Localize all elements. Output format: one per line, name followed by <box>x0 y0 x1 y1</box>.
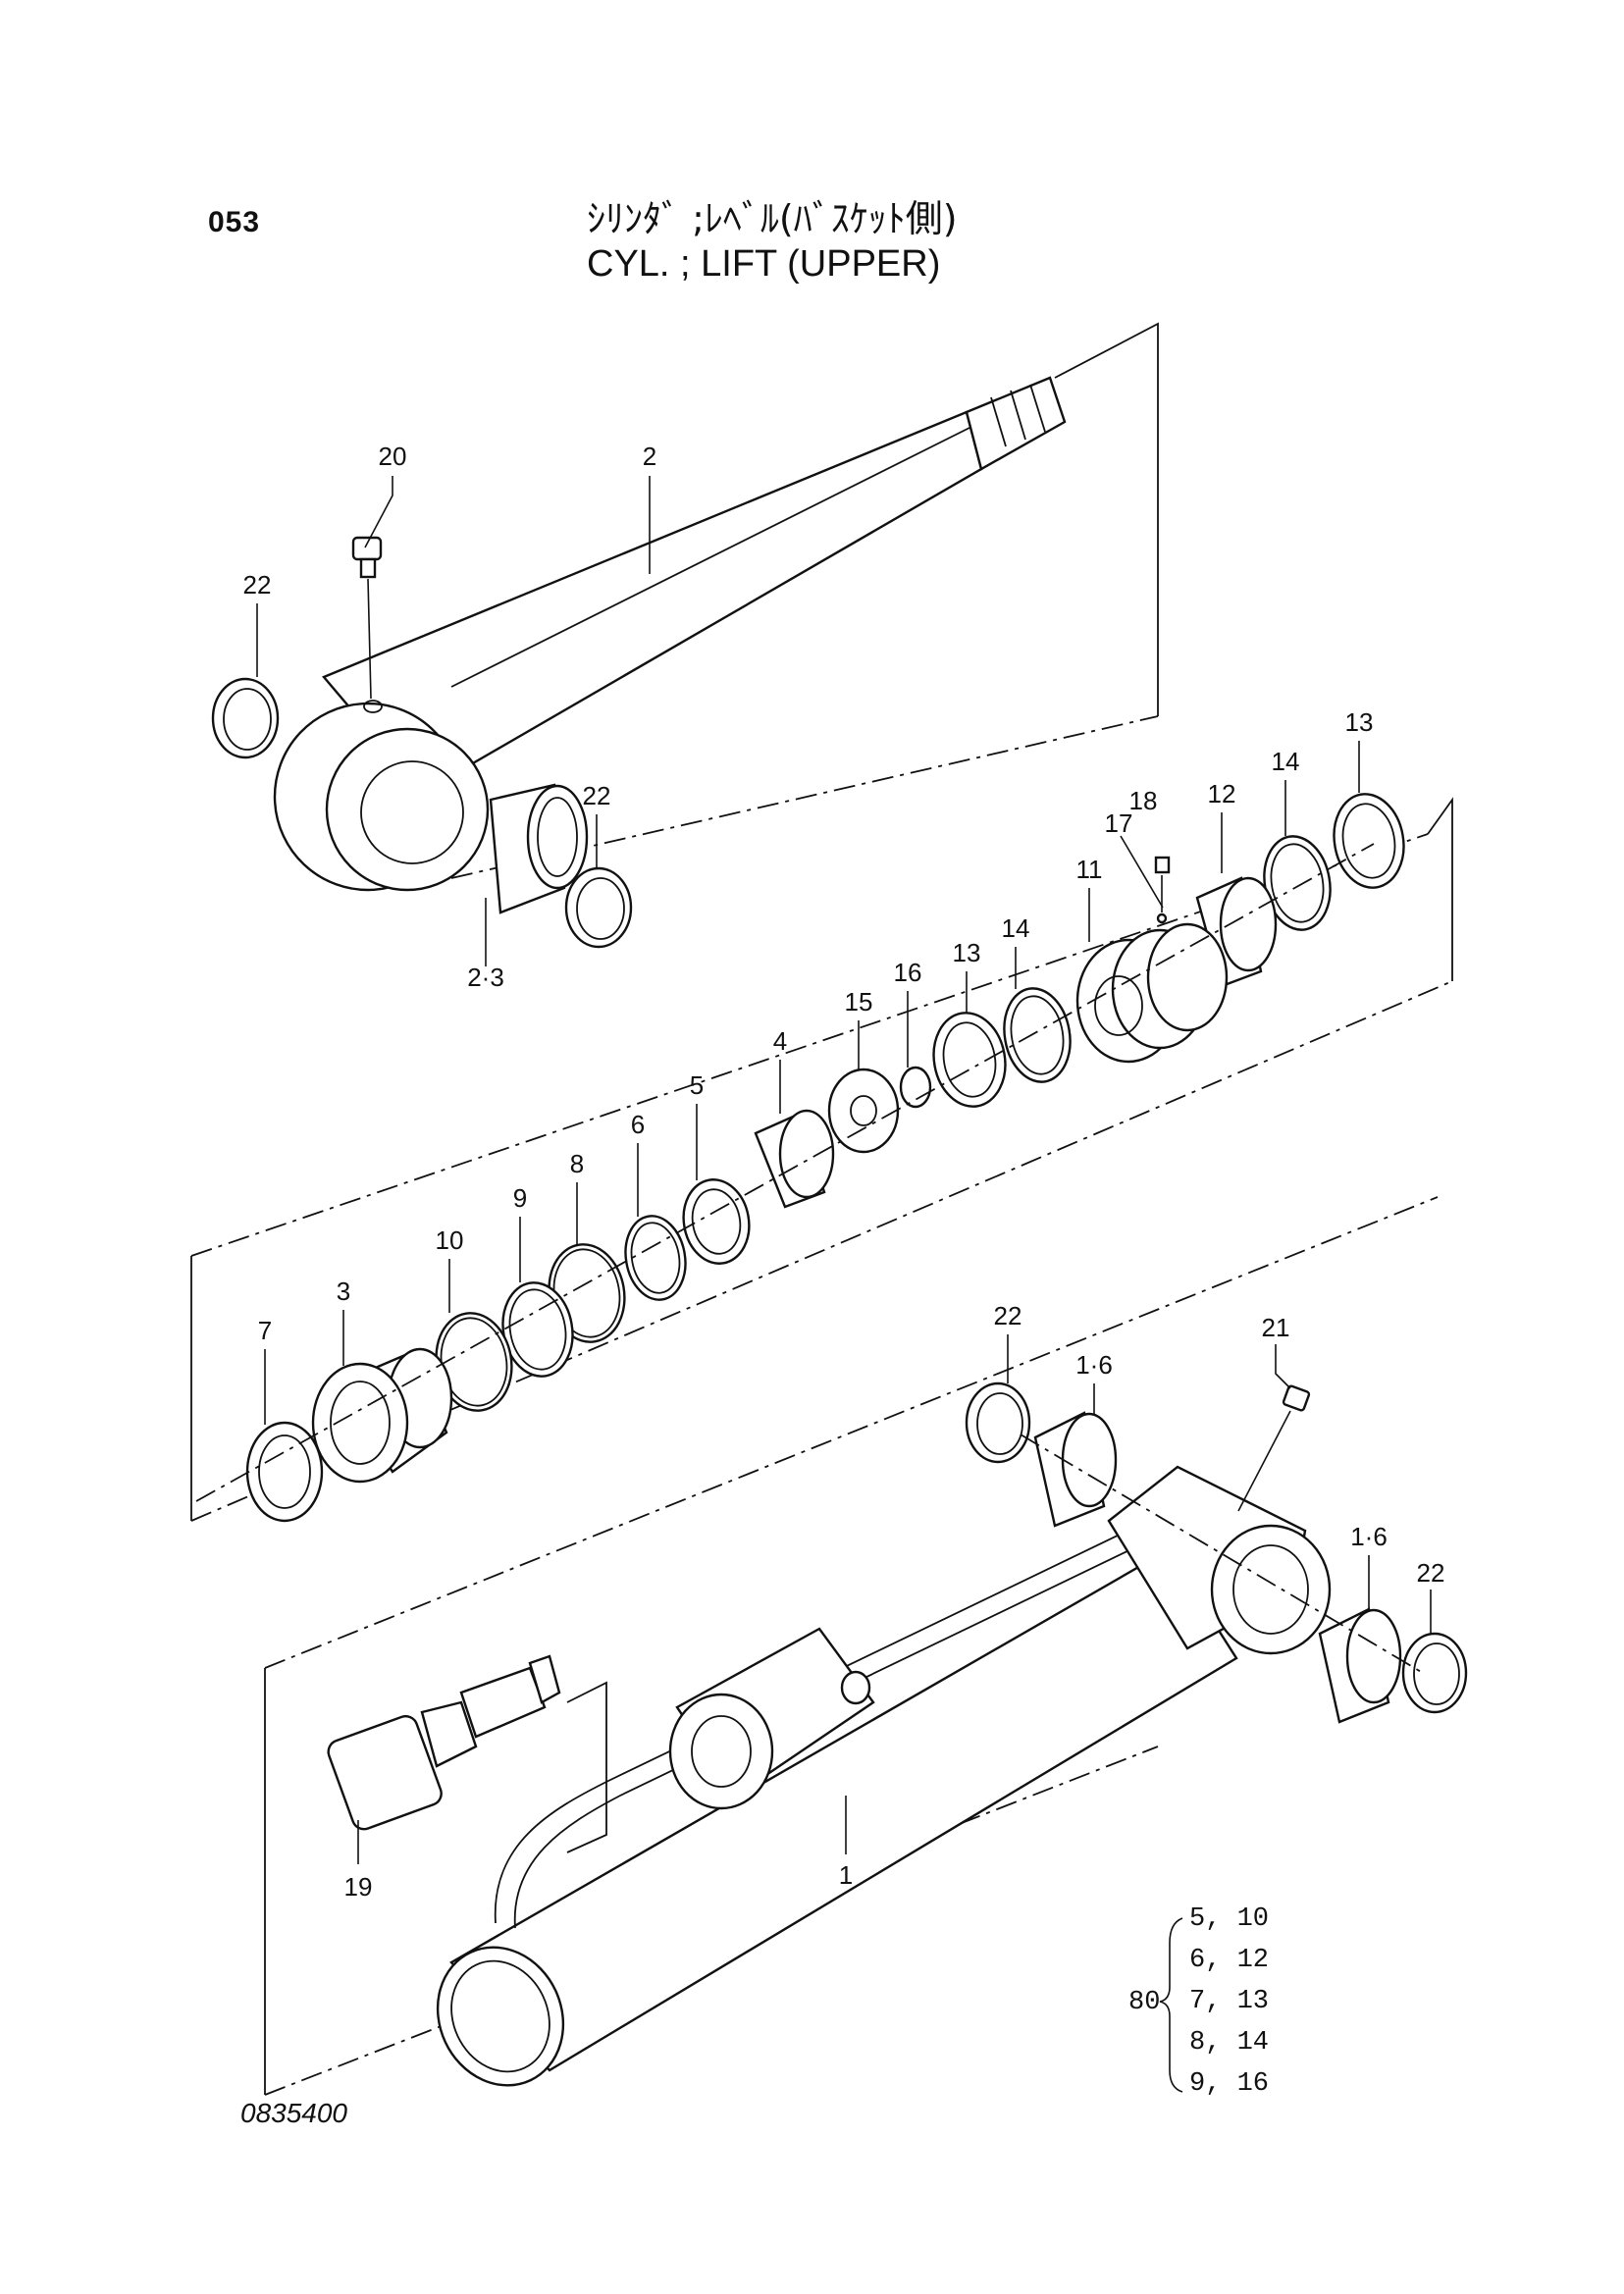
callout-7: 7 <box>258 1316 272 1345</box>
backup-ring-9 <box>501 1281 574 1378</box>
callout-12: 12 <box>1208 779 1236 808</box>
callout-14: 14 <box>1002 913 1030 943</box>
callout-16: 16 <box>894 958 922 987</box>
callout-2: 2 <box>643 442 656 471</box>
callout-labels: 20 2 22 22 2·3 13 14 12 18 17 11 14 13 1… <box>243 442 1445 1902</box>
dust-seal-22-lower-right <box>1401 1632 1468 1714</box>
dust-seal-22-upper-left <box>211 677 280 759</box>
cushion-ring-15 <box>827 1068 900 1154</box>
callout-18: 18 <box>1129 786 1158 815</box>
steel-ball-17 <box>1156 912 1168 924</box>
callout-22: 22 <box>583 781 611 810</box>
callout-4: 4 <box>773 1026 787 1056</box>
callout-22: 22 <box>243 570 272 600</box>
set-screw-18 <box>1154 856 1171 912</box>
callout-9: 9 <box>513 1183 527 1213</box>
callout-15: 15 <box>845 987 873 1017</box>
callout-1-6: 1·6 <box>1075 1350 1113 1380</box>
seal-kit-row: 7, 13 <box>1189 1987 1269 2016</box>
hose-fitting-19 <box>327 1654 561 1831</box>
callout-22: 22 <box>1417 1558 1445 1588</box>
callout-22: 22 <box>994 1301 1022 1330</box>
backup-ring-6 <box>624 1215 687 1301</box>
piston-11 <box>1075 922 1229 1064</box>
bushing-1-6-right <box>1318 1607 1402 1724</box>
seal-group-axis <box>195 843 1375 1502</box>
seal-kit-number: 80 <box>1128 1988 1160 2017</box>
callout-6: 6 <box>631 1110 645 1139</box>
callout-2-3: 2·3 <box>467 963 504 992</box>
page-number: 053 <box>208 206 261 238</box>
callout-3: 3 <box>337 1277 350 1306</box>
bushing-2-3 <box>489 783 589 914</box>
callout-21: 21 <box>1262 1313 1290 1342</box>
callout-20: 20 <box>379 442 407 471</box>
callout-13: 13 <box>1345 707 1374 737</box>
wear-ring-13-lower <box>932 1012 1007 1108</box>
seal-5 <box>682 1178 751 1265</box>
piston-rod <box>273 376 1067 892</box>
wear-ring-12 <box>1195 876 1278 988</box>
drawing-number: 0835400 <box>240 2098 348 2128</box>
callout-11: 11 <box>1076 855 1103 884</box>
callout-14: 14 <box>1272 747 1300 776</box>
callout-10: 10 <box>436 1225 464 1255</box>
callout-19: 19 <box>344 1872 373 1902</box>
seal-kit-row: 9, 16 <box>1189 2069 1269 2099</box>
title-english: CYL. ; LIFT (UPPER) <box>587 243 941 285</box>
cylinder-head-3 <box>311 1347 453 1484</box>
callout-1: 1 <box>839 1860 853 1890</box>
grease-nipple-21 <box>1237 1384 1311 1512</box>
callout-1-6: 1·6 <box>1350 1522 1388 1551</box>
bushing-1-6-left <box>1033 1411 1118 1528</box>
title-japanese: ｼﾘﾝﾀﾞ ;ﾚﾍﾞﾙ(ﾊﾞｽｹｯﾄ側) <box>587 197 958 240</box>
seal-kit-legend: 80 5, 10 6, 12 7, 13 8, 14 9, 16 <box>1128 1904 1269 2099</box>
leader-lines <box>256 476 1432 1864</box>
wear-ring-13-upper <box>1333 793 1405 889</box>
grease-nipple-20 <box>351 536 383 700</box>
bushing-4 <box>754 1109 835 1209</box>
cylinder-tube-1 <box>436 1465 1332 2087</box>
dust-seal-22-lower-left <box>965 1382 1031 1464</box>
callout-17: 17 <box>1105 808 1133 838</box>
seal-kit-row: 5, 10 <box>1189 1904 1269 1934</box>
dust-seal-22-upper-right <box>564 866 633 949</box>
seal-kit-row: 8, 14 <box>1189 2028 1269 2058</box>
callout-8: 8 <box>570 1149 584 1178</box>
o-ring-16 <box>899 1066 932 1109</box>
callout-5: 5 <box>690 1070 704 1100</box>
backup-ring-14-lower <box>1003 987 1072 1083</box>
seal-kit-row: 6, 12 <box>1189 1946 1269 1975</box>
callout-13: 13 <box>953 938 981 967</box>
